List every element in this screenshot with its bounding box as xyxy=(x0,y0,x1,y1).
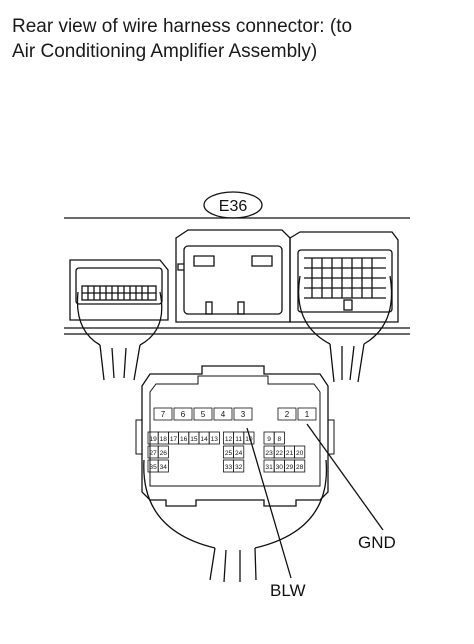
pin-number: 12 xyxy=(225,436,233,443)
pin-number: 31 xyxy=(265,464,273,471)
pin-cell xyxy=(273,431,285,445)
wire-bundle xyxy=(143,459,328,583)
pin-number: 17 xyxy=(170,436,178,443)
pin-number: 11 xyxy=(235,436,242,443)
pin-number: 30 xyxy=(276,464,284,471)
pin-number: 25 xyxy=(225,450,233,457)
pin-number: 6 xyxy=(181,410,186,419)
right-connector xyxy=(289,231,399,383)
pin-number: 9 xyxy=(267,436,271,443)
pin-number: 16 xyxy=(180,436,188,443)
pin-number: 7 xyxy=(161,410,166,419)
pin-number: 1 xyxy=(305,410,310,419)
callouts: GND BLW xyxy=(246,423,396,600)
pin-cell xyxy=(277,407,297,421)
pin-number: 2 xyxy=(285,410,290,419)
blw-callout: BLW xyxy=(270,581,306,600)
pin-cell xyxy=(233,445,245,459)
middle-connector xyxy=(175,229,291,323)
connector-id-label: E36 xyxy=(219,198,248,215)
connector-overview: E36 xyxy=(64,191,410,383)
pin-cell xyxy=(157,445,169,459)
pin-cell xyxy=(294,459,306,473)
pin-number: 27 xyxy=(149,450,157,457)
pin-number: 4 xyxy=(221,410,226,419)
left-connector xyxy=(69,259,169,381)
diagram-caption: Rear view of wire harness connector: (to… xyxy=(12,14,462,64)
pin-number: 23 xyxy=(265,450,273,457)
pin-cell xyxy=(193,407,213,421)
pin-number: 8 xyxy=(277,436,281,443)
pin-number: 28 xyxy=(296,464,304,471)
gnd-leader-line xyxy=(306,423,384,531)
connector-id-oval xyxy=(203,191,263,219)
pin-number: 20 xyxy=(296,450,304,457)
pin-number: 15 xyxy=(190,436,198,443)
pin-cell xyxy=(153,407,173,421)
pin-number: 5 xyxy=(201,410,206,419)
pin-cell xyxy=(243,431,255,445)
housing-inner-outline xyxy=(149,375,321,487)
gnd-callout: GND xyxy=(358,533,396,552)
pin-number: 35 xyxy=(149,464,157,471)
pin-number: 14 xyxy=(200,436,208,443)
pin-cell xyxy=(173,407,193,421)
pin-cell xyxy=(233,459,245,473)
pin-number: 24 xyxy=(235,450,243,457)
pin-number: 29 xyxy=(286,464,294,471)
caption-line-2: Air Conditioning Amplifier Assembly) xyxy=(12,41,318,62)
pin-number: 22 xyxy=(276,450,284,457)
pin-number: 26 xyxy=(160,450,168,457)
pin-number: 21 xyxy=(286,450,294,457)
pin-cell xyxy=(233,407,253,421)
pin-cell xyxy=(213,407,233,421)
pin-number: 32 xyxy=(235,464,243,471)
blw-leader-line xyxy=(246,427,292,579)
housing-outline xyxy=(141,365,329,507)
pin-cell xyxy=(297,407,317,421)
pin-number: 33 xyxy=(225,464,233,471)
caption-line-1: Rear view of wire harness connector: (to xyxy=(12,16,353,37)
pin-cell xyxy=(294,445,306,459)
pin-cell xyxy=(208,431,220,445)
pin-cell xyxy=(157,459,169,473)
pin-number: 13 xyxy=(211,436,219,443)
pin-number: 3 xyxy=(241,410,246,419)
pin-number: 18 xyxy=(160,436,168,443)
pin-number: 10 xyxy=(245,436,253,443)
pin-number: 19 xyxy=(149,436,157,443)
pin-number: 34 xyxy=(160,464,168,471)
